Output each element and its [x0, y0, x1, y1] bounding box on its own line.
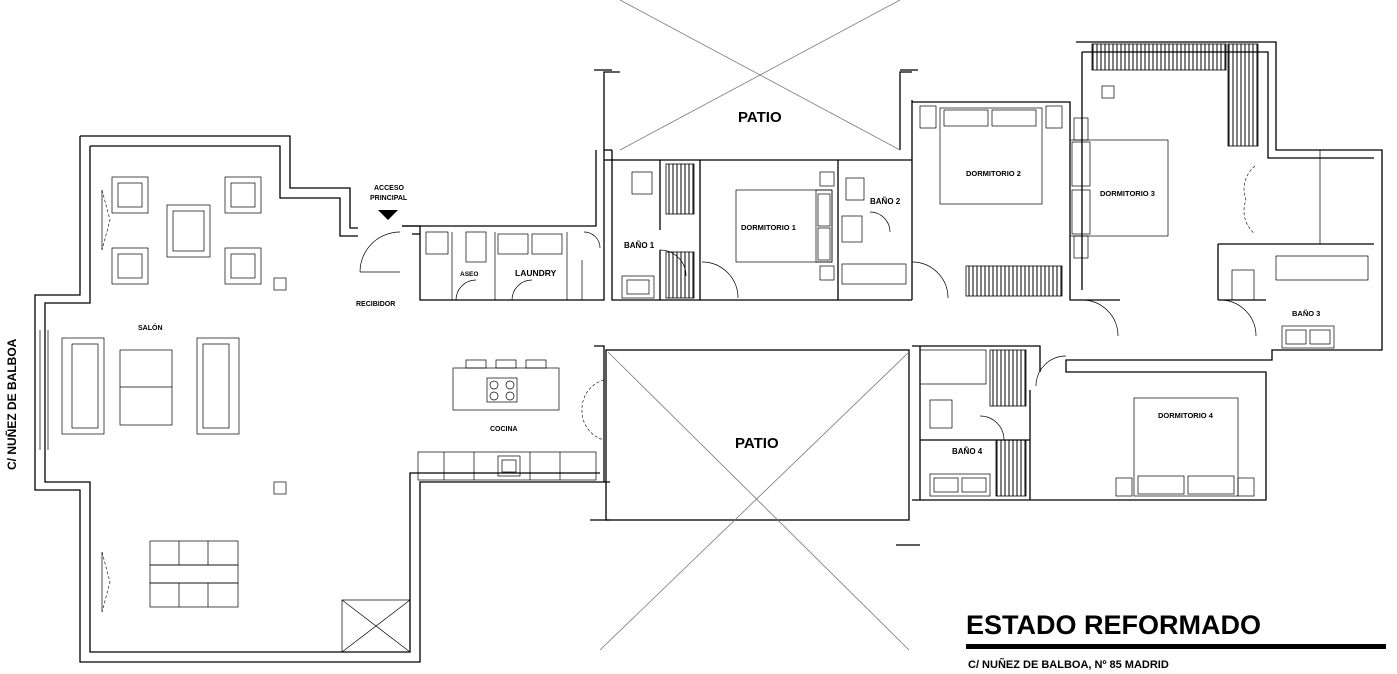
recibidor-label: RECIBIDOR: [356, 301, 395, 308]
dormitorio1-label: DORMITORIO 1: [741, 223, 796, 232]
dormitorio2-label: DORMITORIO 2: [966, 169, 1021, 178]
patio-bottom-label: PATIO: [735, 435, 779, 452]
title-block: ESTADO REFORMADO C/ NUÑEZ DE BALBOA, Nº …: [966, 610, 1386, 671]
plan-title: ESTADO REFORMADO: [966, 610, 1261, 640]
patio-bottom: [590, 349, 920, 651]
bano2-label: BAÑO 2: [870, 197, 901, 206]
bano1-label: BAÑO 1: [624, 241, 655, 250]
principal-label: PRINCIPAL: [370, 195, 408, 202]
aseo-label: ASEO: [460, 271, 478, 278]
salon-furniture: [61, 176, 411, 653]
cocina-label: COCINA: [490, 426, 518, 433]
dormitorio3-label: DORMITORIO 3: [1100, 189, 1155, 198]
plan-address: C/ NUÑEZ DE BALBOA, Nº 85 MADRID: [968, 658, 1169, 671]
dormitorio4-zone: [912, 345, 1255, 500]
dormitorio1-zone: [604, 100, 949, 301]
street-label: C/ NUÑEZ DE BALBOA: [4, 338, 19, 470]
dormitorio2-3-zone: [912, 41, 1383, 501]
laundry-label: LAUNDRY: [515, 268, 557, 278]
bano3-zone: [1219, 255, 1369, 349]
bano3-label: BAÑO 3: [1292, 309, 1320, 318]
salon-walls: [34, 135, 610, 663]
acceso-label: ACCESO: [374, 185, 405, 192]
cocina: [417, 345, 605, 482]
patio-top-label: PATIO: [738, 109, 782, 126]
dormitorio4-label: DORMITORIO 4: [1158, 411, 1214, 420]
salon-label: SALÓN: [138, 323, 163, 332]
bano4-label: BAÑO 4: [952, 447, 983, 456]
patio-top: [594, 0, 918, 151]
service-strip: [359, 150, 605, 301]
